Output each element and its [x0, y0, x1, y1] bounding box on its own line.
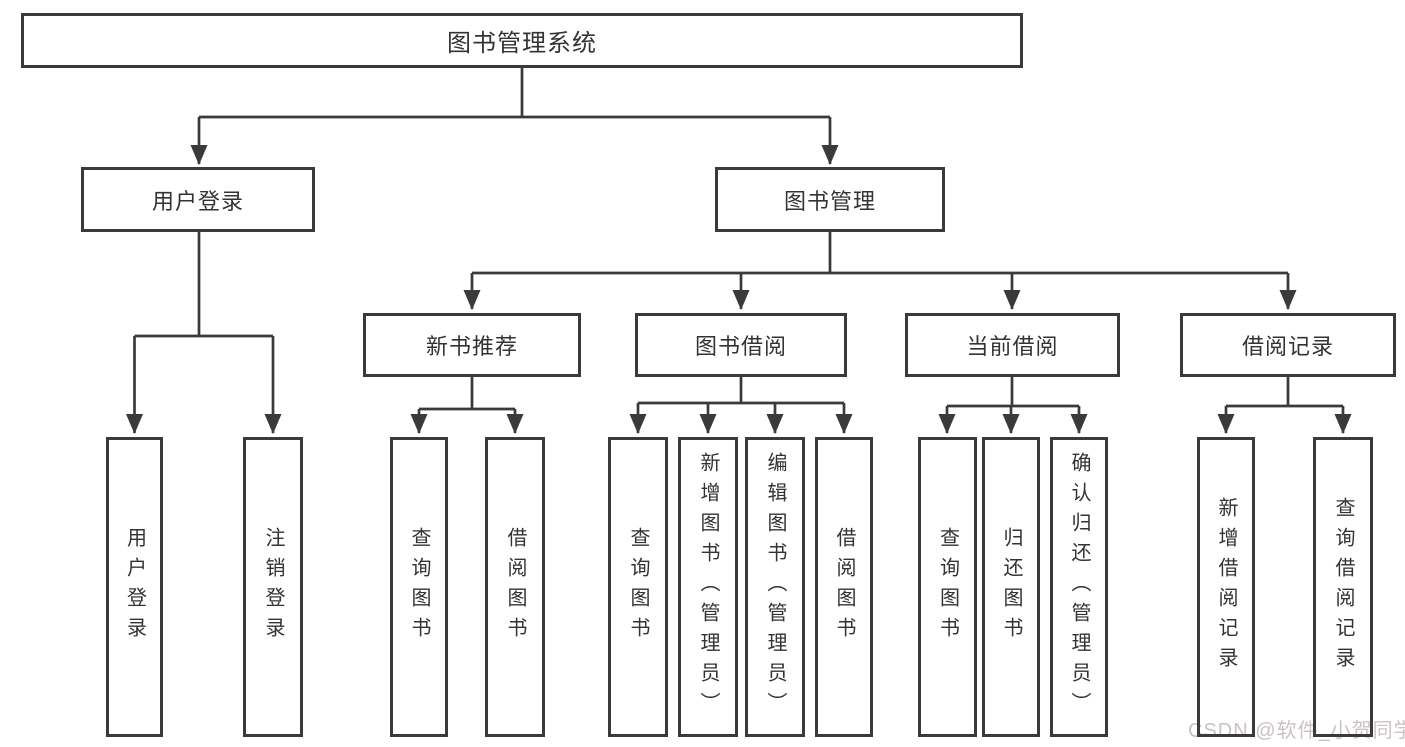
- connector-book-management-trunk: [472, 232, 1288, 275]
- node-leaf-records-add-record: 新增借阅记录: [1197, 437, 1255, 737]
- node-book-borrowing: 图书借阅: [635, 313, 847, 377]
- node-root: 图书管理系统: [21, 13, 1023, 68]
- node-leaf-current-return-books: 归还图书: [982, 437, 1040, 737]
- node-current-borrowing: 当前借阅: [905, 313, 1120, 377]
- connector-book-borrowing-trunk: [638, 377, 844, 405]
- connector-root-trunk: [199, 68, 830, 119]
- node-leaf-user-login: 用户登录: [106, 437, 163, 737]
- node-leaf-current-query-books: 查询图书: [918, 437, 977, 737]
- connector-current-borrowing-trunk: [947, 377, 1079, 408]
- node-leaf-recommend-borrow-books: 借阅图书: [485, 437, 545, 737]
- node-borrowing-records: 借阅记录: [1180, 313, 1396, 377]
- node-book-management: 图书管理: [715, 167, 945, 232]
- connector-new-book-recommend-trunk: [419, 377, 515, 411]
- node-leaf-logout: 注销登录: [243, 437, 303, 737]
- node-leaf-current-confirm-return: 确认归还（管理员）: [1050, 437, 1108, 737]
- connector-user-login-trunk: [134, 232, 273, 338]
- node-new-book-recommend: 新书推荐: [363, 313, 581, 377]
- node-leaf-borrowing-query-books: 查询图书: [608, 437, 668, 737]
- node-leaf-borrowing-edit-books: 编辑图书（管理员）: [745, 437, 805, 737]
- node-leaf-recommend-query-books: 查询图书: [390, 437, 448, 737]
- node-leaf-records-query-record: 查询借阅记录: [1313, 437, 1373, 737]
- node-user-login: 用户登录: [81, 167, 315, 232]
- connector-borrowing-records-trunk: [1226, 377, 1343, 408]
- node-leaf-borrowing-add-books: 新增图书（管理员）: [678, 437, 738, 737]
- node-leaf-borrowing-borrow-books: 借阅图书: [815, 437, 873, 737]
